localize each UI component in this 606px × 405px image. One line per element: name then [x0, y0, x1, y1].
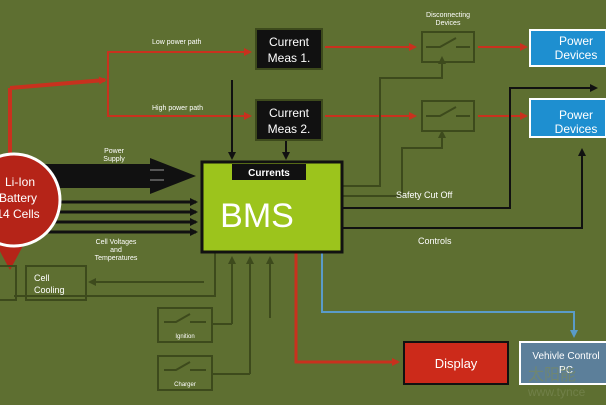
charger-switch: Charger: [157, 355, 213, 391]
bms-title: BMS: [220, 197, 294, 235]
current-meas-2-box: Current Meas 2.: [255, 99, 323, 141]
power-devices-2-box: Power Devices: [529, 98, 606, 138]
current-meas-2-line2: Meas 2.: [268, 122, 311, 136]
cell-voltages-label-3: Temperatures: [95, 255, 138, 262]
bms-currents-label: Currents: [248, 168, 290, 179]
power-devices-2-line1: Power: [559, 108, 593, 122]
cell-cooling-line1: Cell: [34, 273, 50, 283]
cell-voltages-label-2: and: [110, 247, 122, 254]
bms-box: Currents BMS: [200, 160, 344, 254]
current-meas-2-line1: Current: [269, 106, 310, 120]
charger-label: Charger: [174, 382, 196, 388]
cell-cooling-line2: Cooling: [34, 285, 65, 295]
power-devices-1-line1: Power: [559, 34, 593, 48]
controls-label: Controls: [418, 236, 452, 246]
current-meas-1-box: Current Meas 1.: [255, 28, 323, 70]
vehicle-control-line2: PC: [559, 365, 573, 376]
power-devices-2-line2: Devices: [555, 122, 598, 136]
battery-label-3: 14 Cells: [0, 207, 40, 221]
control-lines: [14, 56, 446, 375]
power-path-lines: [8, 43, 528, 366]
power-supply-label-1: Power: [104, 148, 125, 155]
cell-voltages-label-1: Cell Voltages: [96, 239, 137, 246]
low-power-path-label: Low power path: [152, 39, 202, 46]
cell-voltage-arrows: [40, 198, 198, 236]
display-box: Display: [403, 341, 509, 385]
vehicle-control-line1: Vehivle Control: [532, 351, 599, 362]
battery-label-2: Battery: [0, 191, 37, 205]
disconnect-switch-1: [421, 31, 475, 63]
watermark-line2: www.tynce: [527, 385, 586, 399]
left-edge-box: [0, 265, 17, 301]
signal-lines: [228, 80, 598, 229]
current-meas-1-line1: Current: [269, 35, 310, 49]
disconnect-switch-2: [421, 100, 475, 132]
disconnecting-devices-label-1: Disconnecting: [426, 12, 470, 19]
vehicle-control-box: Vehivle Control PC: [519, 341, 606, 385]
high-power-path-label: High power path: [152, 105, 203, 112]
watermark-line1: 太阳能: [528, 366, 576, 384]
cell-cooling-box: Cell Cooling: [25, 265, 87, 301]
vehicle-control-line: [321, 252, 578, 338]
power-supply-label-2: Supply: [103, 156, 125, 163]
battery-node: Li-Ion Battery 14 Cells: [0, 152, 62, 270]
ignition-switch: Ignition: [157, 307, 213, 343]
current-meas-1-line2: Meas 1.: [268, 51, 311, 65]
disconnecting-devices-label-2: Devices: [436, 20, 461, 27]
power-devices-1-line2: Devices: [555, 48, 598, 62]
display-label: Display: [435, 356, 478, 371]
ignition-label: Ignition: [175, 334, 194, 340]
battery-label-1: Li-Ion: [5, 175, 35, 189]
safety-cut-off-label: Safety Cut Off: [396, 190, 453, 200]
power-supply-arrow: [40, 158, 196, 194]
power-devices-1-box: Power Devices: [529, 29, 606, 67]
